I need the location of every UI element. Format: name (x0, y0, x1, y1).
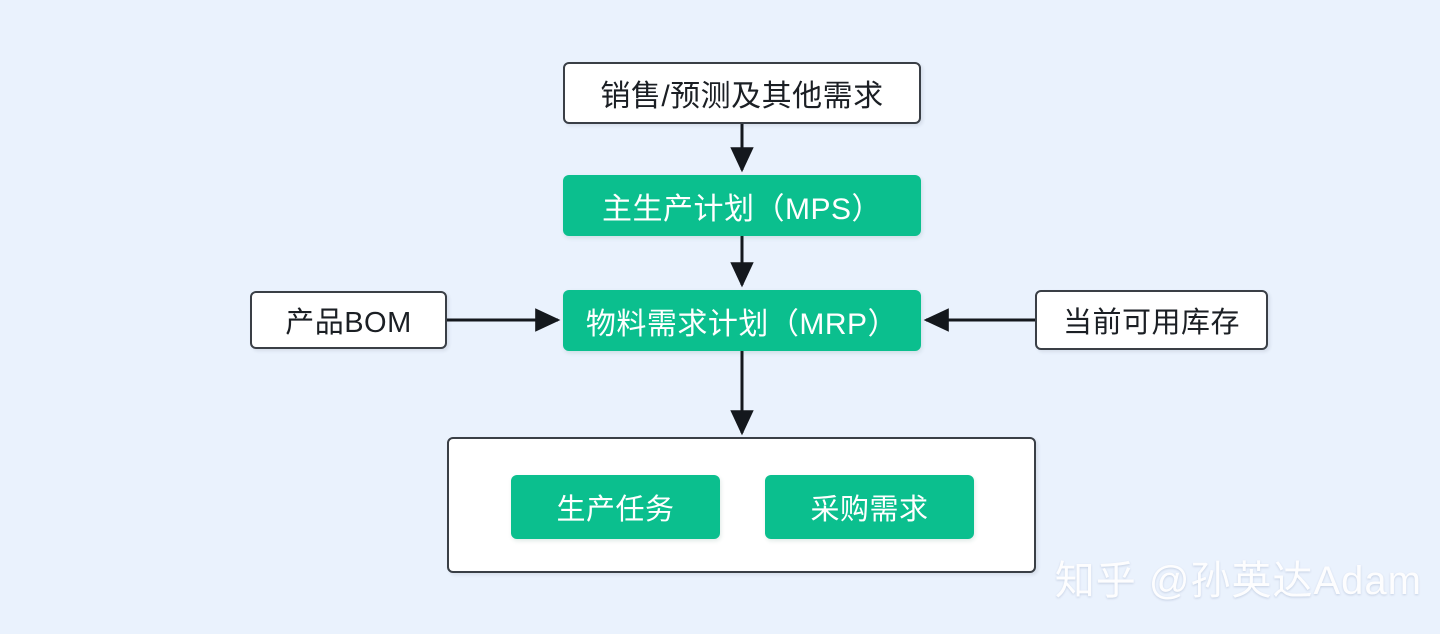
node-sales-forecast-demand[interactable]: 销售/预测及其他需求 (563, 62, 921, 124)
node-production-task[interactable]: 生产任务 (511, 475, 720, 539)
watermark-text: 知乎 @孙英达Adam (1054, 559, 1422, 603)
node-purchase-request[interactable]: 采购需求 (765, 475, 974, 539)
node-master-production-schedule[interactable]: 主生产计划（MPS） (563, 175, 921, 236)
node-current-available-stock[interactable]: 当前可用库存 (1035, 290, 1268, 350)
node-material-requirements-planning[interactable]: 物料需求计划（MRP） (563, 290, 921, 351)
node-product-bom[interactable]: 产品BOM (250, 291, 447, 349)
